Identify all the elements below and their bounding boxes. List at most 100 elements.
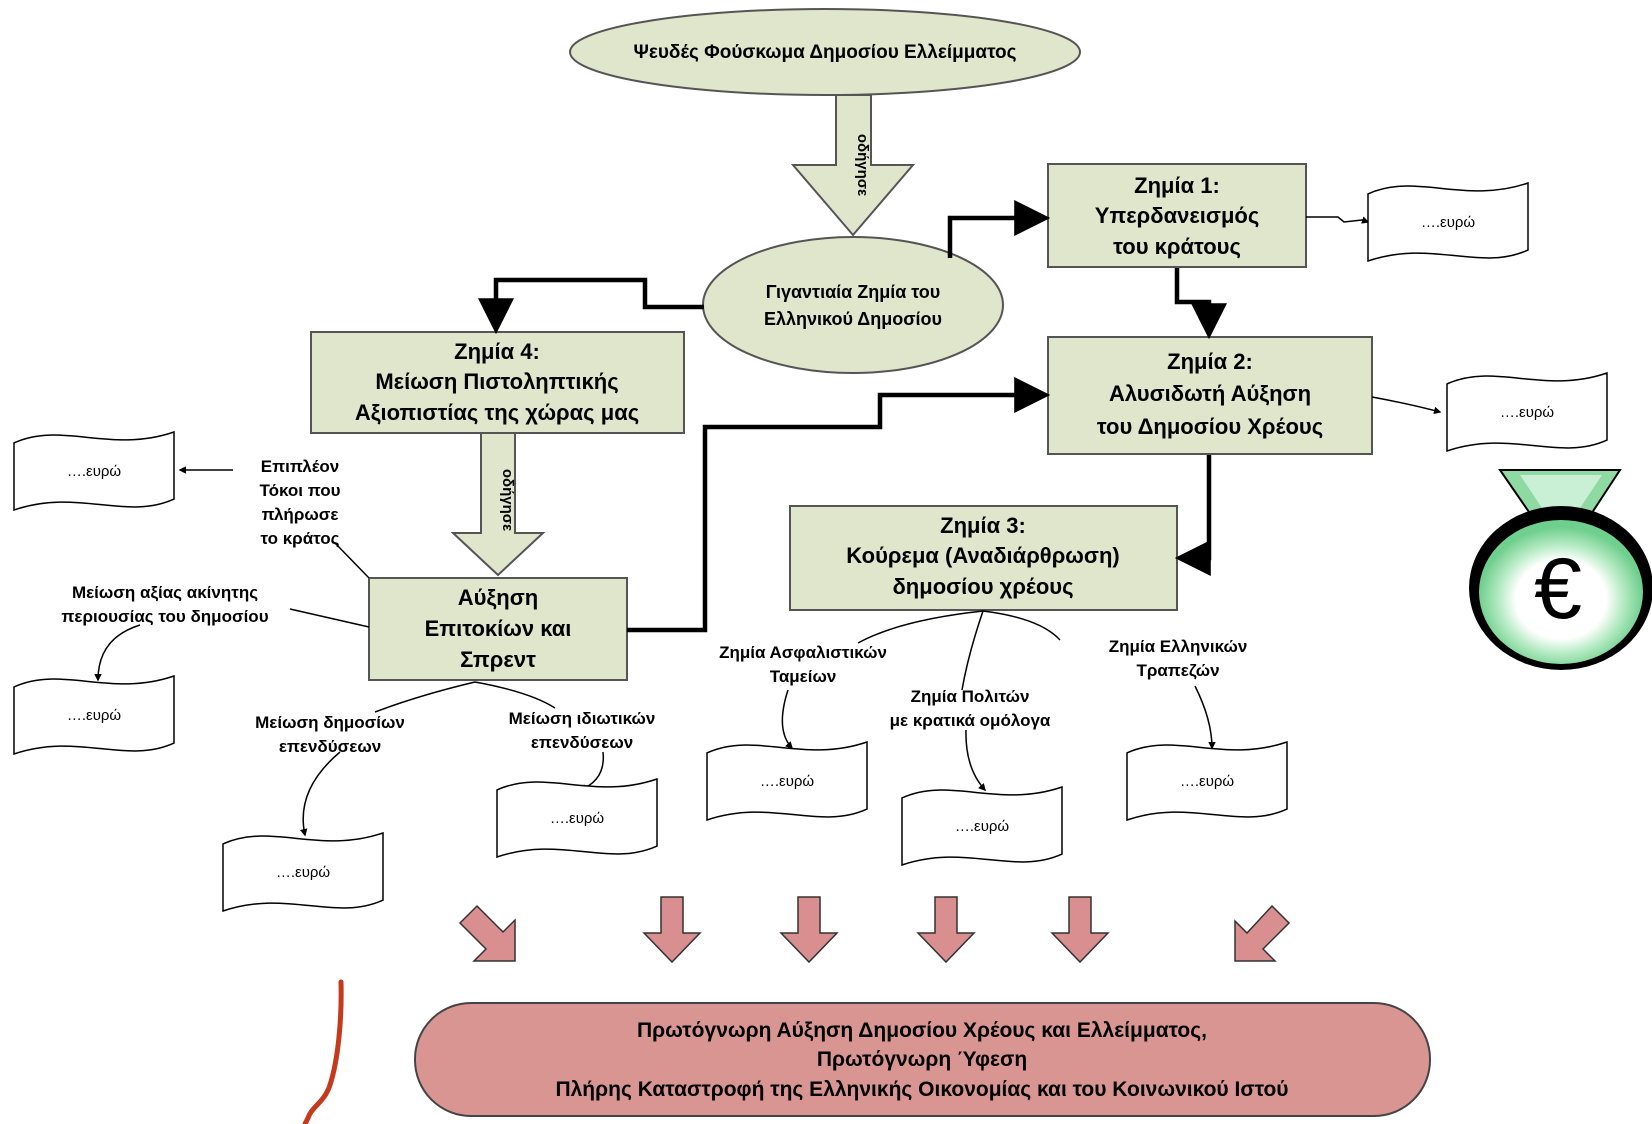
doc-property-value: ….ευρώ <box>13 674 175 756</box>
center-ellipse-line2: Ελληνικού Δημοσίου <box>764 309 942 329</box>
center-ellipse-line1: Γιγαντιαία Ζημία του <box>766 282 941 302</box>
final-line2: Πρωτόγνωρη Ύφεση <box>817 1048 1027 1071</box>
doc-insurance-funds-label: ….ευρώ <box>760 773 815 790</box>
pink-arrow-2 <box>779 896 839 964</box>
left-arrow-label: οδήγησε <box>499 469 516 531</box>
connector-insurance-to-doc <box>781 689 794 750</box>
label-extra-interest: Επιπλέον Τόκοι που πλήρωσε το κράτος <box>259 457 340 548</box>
connector-damage2-to-damage3 <box>1174 455 1212 576</box>
top-arrow-label: οδήγησε <box>854 134 871 196</box>
label-citizens-bonds: Ζημία Πολιτών με κρατικά ομόλογα <box>890 687 1051 730</box>
extra-interest-line2: Τόκοι που <box>259 481 340 500</box>
connector-rates-to-interest <box>334 542 370 579</box>
connector-citizens-to-doc <box>965 729 987 792</box>
damage4-line3: Αξιοπιστίας της χώρας μας <box>355 400 639 425</box>
banks-line1: Ζημία Ελληνικών <box>1109 637 1248 656</box>
doc-damage1-label: ….ευρώ <box>1421 214 1476 231</box>
connector-damage3-to-citizens <box>961 610 984 691</box>
public-invest-line1: Μείωση δημοσίων <box>255 713 405 732</box>
extra-interest-line1: Επιπλέον <box>261 457 339 476</box>
damage1-line2: Υπερδανεισμός <box>1095 203 1260 228</box>
doc-extra-interest-label: ….ευρώ <box>67 463 122 480</box>
rates-line2: Επιτοκίων και <box>425 616 572 641</box>
euro-symbol: € <box>1534 541 1582 637</box>
connector-private-invest-to-doc <box>578 751 605 792</box>
damage3-line2: Κούρεμα (Αναδιάρθρωση) <box>846 543 1119 568</box>
damage3-line3: δημοσίου χρέους <box>892 574 1073 599</box>
private-invest-line1: Μείωση ιδιωτικών <box>509 709 656 728</box>
label-insurance-funds: Ζημία Ασφαλιστικών Ταμείων <box>719 643 887 686</box>
doc-public-invest-label: ….ευρώ <box>276 864 331 881</box>
property-line1: Μείωση αξίας ακίνητης <box>72 583 258 602</box>
doc-damage1: ….ευρώ <box>1367 181 1529 263</box>
damage4-box: Ζημία 4: Μείωση Πιστοληπτικής Αξιοπιστία… <box>310 331 685 434</box>
connector-damage3-to-banks <box>982 610 1061 641</box>
pink-arrows <box>642 896 1291 964</box>
doc-greek-banks: ….ευρώ <box>1126 740 1288 822</box>
label-public-invest: Μείωση δημοσίων επενδύσεων <box>255 713 405 756</box>
thin-connectors <box>94 216 1442 837</box>
insurance-line1: Ζημία Ασφαλιστικών <box>719 643 887 662</box>
top-ellipse-label: Ψευδές Φούσκωμα Δημοσίου Ελλείμματος <box>633 42 1016 63</box>
final-outcome-box: Πρωτόγνωρη Αύξηση Δημοσίου Χρέους και Ελ… <box>414 1002 1431 1117</box>
doc-property-value-label: ….ευρώ <box>67 707 122 724</box>
connector-center-to-damage1 <box>947 200 1051 258</box>
doc-citizens-bonds: ….ευρώ <box>901 785 1063 867</box>
euro-money-bag-icon: € <box>1469 469 1652 670</box>
doc-greek-banks-label: ….ευρώ <box>1180 773 1235 790</box>
banks-line2: Τραπεζών <box>1136 661 1219 680</box>
connector-damage1-to-damage2 <box>1174 268 1227 340</box>
damage4-line1: Ζημία 4: <box>454 339 540 364</box>
led-to-arrow-top: οδήγησε <box>790 94 916 237</box>
label-property-value: Μείωση αξίας ακίνητης περιουσίας του δημ… <box>61 583 268 626</box>
connector-property-to-doc <box>94 624 141 682</box>
damage3-line1: Ζημία 3: <box>940 513 1026 538</box>
doc-private-invest: ….ευρώ <box>496 777 658 859</box>
doc-citizens-bonds-label: ….ευρώ <box>955 818 1010 835</box>
insurance-line2: Ταμείων <box>770 667 837 686</box>
doc-damage2: ….ευρώ <box>1446 371 1608 453</box>
connector-damage2-to-doc <box>1371 396 1442 415</box>
pink-arrow-3 <box>916 896 976 964</box>
doc-public-invest: ….ευρώ <box>222 831 384 913</box>
label-private-invest: Μείωση ιδιωτικών επενδύσεων <box>509 709 656 752</box>
pink-arrow-1 <box>642 896 702 964</box>
doc-private-invest-label: ….ευρώ <box>550 810 605 827</box>
document-shapes: ….ευρώ ….ευρώ ….ευρώ ….ευρώ ….ευρώ ….ευρώ ….ευ… <box>13 181 1608 913</box>
rates-box: Αύξηση Επιτοκίων και Σπρεντ <box>368 577 628 681</box>
top-ellipse: Ψευδές Φούσκωμα Δημοσίου Ελλείμματος <box>569 8 1081 96</box>
led-to-arrow-left: οδήγησε <box>450 432 546 577</box>
connector-rates-to-property <box>289 608 370 628</box>
rates-line1: Αύξηση <box>458 585 538 610</box>
public-invest-line2: επενδύσεων <box>279 737 381 756</box>
connector-rates-to-public-invest <box>374 681 476 713</box>
extra-interest-line4: το κράτος <box>260 529 339 548</box>
damage1-line3: του κράτους <box>1113 234 1241 259</box>
connector-rates-to-private-invest <box>474 681 556 709</box>
damage2-line3: του Δημοσίου Χρέους <box>1097 414 1323 439</box>
doc-damage2-label: ….ευρώ <box>1500 404 1555 421</box>
connector-rates-to-damage2 <box>627 377 1051 633</box>
pink-arrow-4 <box>1050 896 1110 964</box>
extra-interest-line3: πλήρωσε <box>262 505 339 524</box>
connector-public-invest-to-doc <box>300 751 341 837</box>
pink-arrow-diagonal-left-shape <box>458 904 516 962</box>
damage2-line2: Αλυσιδωτή Αύξηση <box>1109 381 1311 406</box>
citizens-line1: Ζημία Πολιτών <box>911 687 1030 706</box>
connector-damage1-to-doc <box>1306 216 1370 224</box>
doc-extra-interest: ….ευρώ <box>13 430 175 512</box>
connector-center-to-damage4 <box>478 277 704 335</box>
citizens-line2: με κρατικά ομόλογα <box>890 711 1051 730</box>
pink-arrow-diagonal-right <box>1234 904 1291 962</box>
rates-line3: Σπρεντ <box>460 647 536 672</box>
final-line1: Πρωτόγνωρη Αύξηση Δημοσίου Χρέους και Ελ… <box>637 1019 1207 1042</box>
damage1-box: Ζημία 1: Υπερδανεισμός του κράτους <box>1047 163 1307 268</box>
red-annotation-stroke <box>302 979 344 1124</box>
damage3-box: Ζημία 3: Κούρεμα (Αναδιάρθρωση) δημοσίου… <box>789 505 1178 611</box>
private-invest-line2: επενδύσεων <box>531 733 633 752</box>
label-greek-banks: Ζημία Ελληνικών Τραπεζών <box>1109 637 1248 680</box>
final-line3: Πλήρης Καταστροφή της Ελληνικής Οικονομί… <box>555 1078 1288 1101</box>
damage2-line1: Ζημία 2: <box>1167 349 1253 374</box>
damage2-box: Ζημία 2: Αλυσιδωτή Αύξηση του Δημοσίου Χ… <box>1047 336 1373 455</box>
